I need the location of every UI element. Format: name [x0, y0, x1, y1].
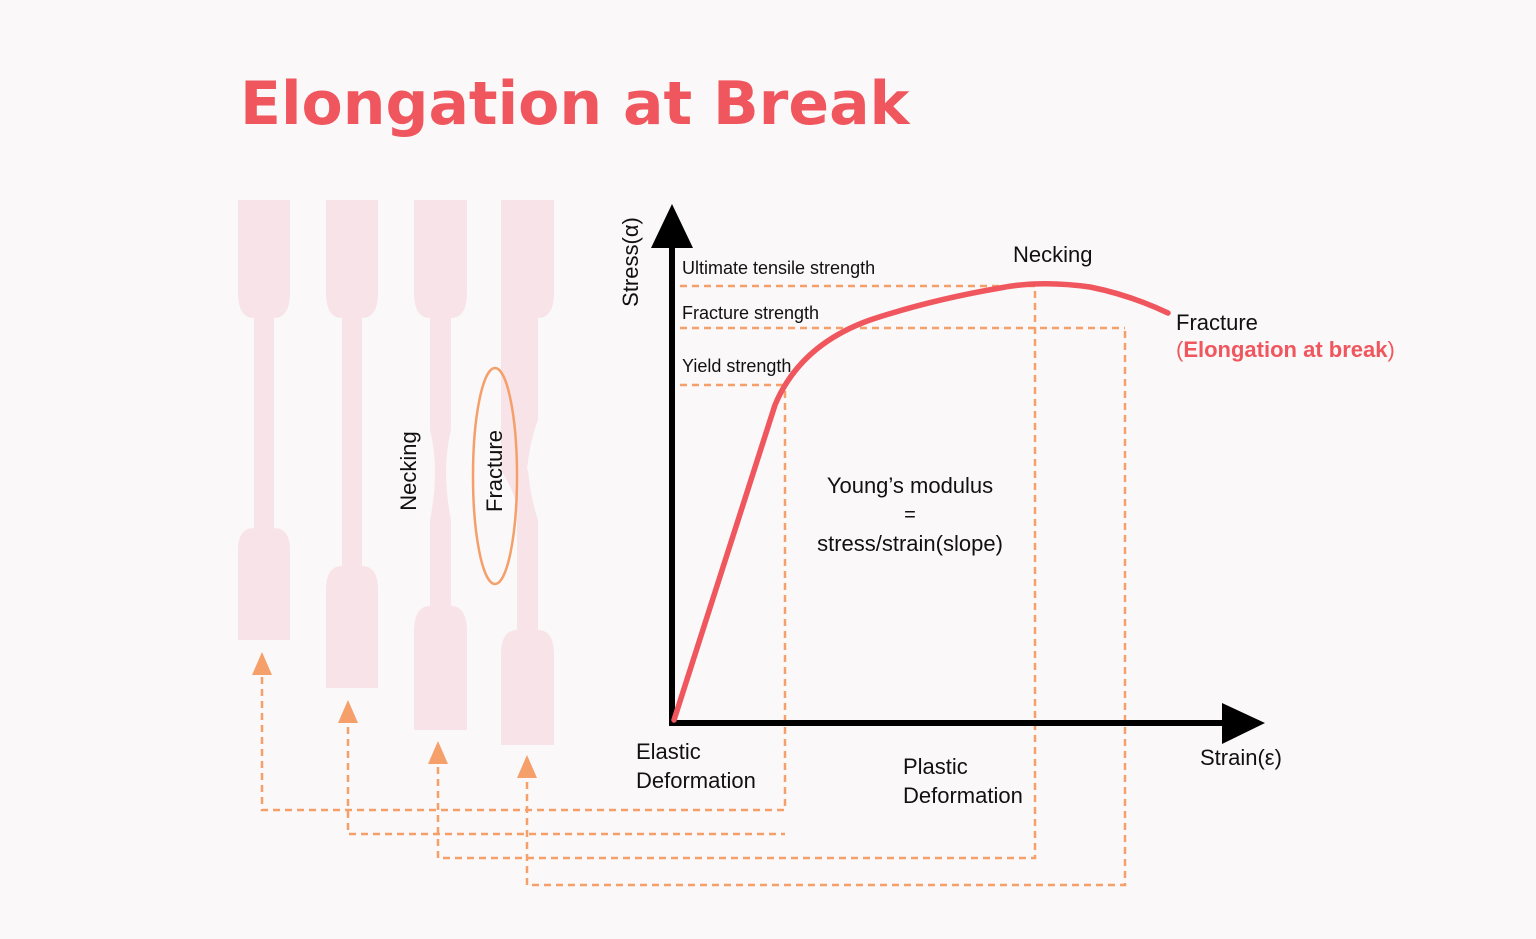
- specimens-group: [238, 200, 554, 745]
- elastic-deformation-line1: Elastic: [636, 739, 701, 764]
- y-axis-arrow-icon: [651, 204, 693, 248]
- youngs-modulus-line2: =: [904, 504, 916, 526]
- arrow-up-icon: [252, 652, 272, 675]
- arrow-up-icon: [338, 700, 358, 723]
- fracture-strength-label: Fracture strength: [682, 303, 819, 323]
- guide-yield-to-specimen-2: [346, 715, 785, 836]
- guide-fracture-to-specimen-4: [525, 328, 1127, 887]
- specimen-fracture-label: Fracture: [482, 430, 507, 512]
- youngs-modulus-line3: stress/strain(slope): [817, 531, 1003, 556]
- specimen-fracture-upper: [501, 200, 554, 470]
- specimen-necking: [414, 200, 467, 730]
- specimen-fracture-lower: [501, 470, 554, 745]
- stress-strain-curve: [671, 281, 1171, 723]
- elongation-at-break-label: (Elongation at break): [1176, 337, 1395, 362]
- axes: [651, 204, 1265, 744]
- specimen-original: [238, 200, 290, 640]
- arrow-up-icon: [517, 755, 537, 778]
- plastic-deformation-line2: Deformation: [903, 783, 1023, 808]
- guide-yield-to-specimen-1: [260, 385, 787, 812]
- fracture-highlight-ellipse: [471, 366, 519, 586]
- curve-necking-label: Necking: [1013, 242, 1092, 267]
- arrow-up-icon: [428, 741, 448, 764]
- plastic-deformation-line1: Plastic: [903, 754, 968, 779]
- elastic-deformation-line2: Deformation: [636, 768, 756, 793]
- ultimate-strength-label: Ultimate tensile strength: [682, 258, 875, 278]
- elongation-open-paren: (: [1176, 337, 1184, 362]
- specimen-arrows: [252, 652, 537, 778]
- x-axis-arrow-icon: [1222, 703, 1265, 744]
- specimen-necking-label: Necking: [396, 431, 421, 510]
- yield-strength-label: Yield strength: [682, 356, 791, 376]
- specimen-elongated: [326, 200, 378, 688]
- elongation-text: Elongation at break: [1183, 337, 1388, 362]
- guide-lines: [260, 284, 1127, 887]
- page-title: Elongation at Break: [240, 69, 912, 139]
- guide-necking-to-specimen-3: [436, 286, 1037, 860]
- elongation-close-paren: ): [1387, 337, 1394, 362]
- x-axis-label: Strain(ε): [1200, 745, 1282, 770]
- curve-fracture-label: Fracture: [1176, 310, 1258, 335]
- y-axis-label: Stress(α): [618, 217, 643, 307]
- youngs-modulus-line1: Young’s modulus: [827, 473, 993, 498]
